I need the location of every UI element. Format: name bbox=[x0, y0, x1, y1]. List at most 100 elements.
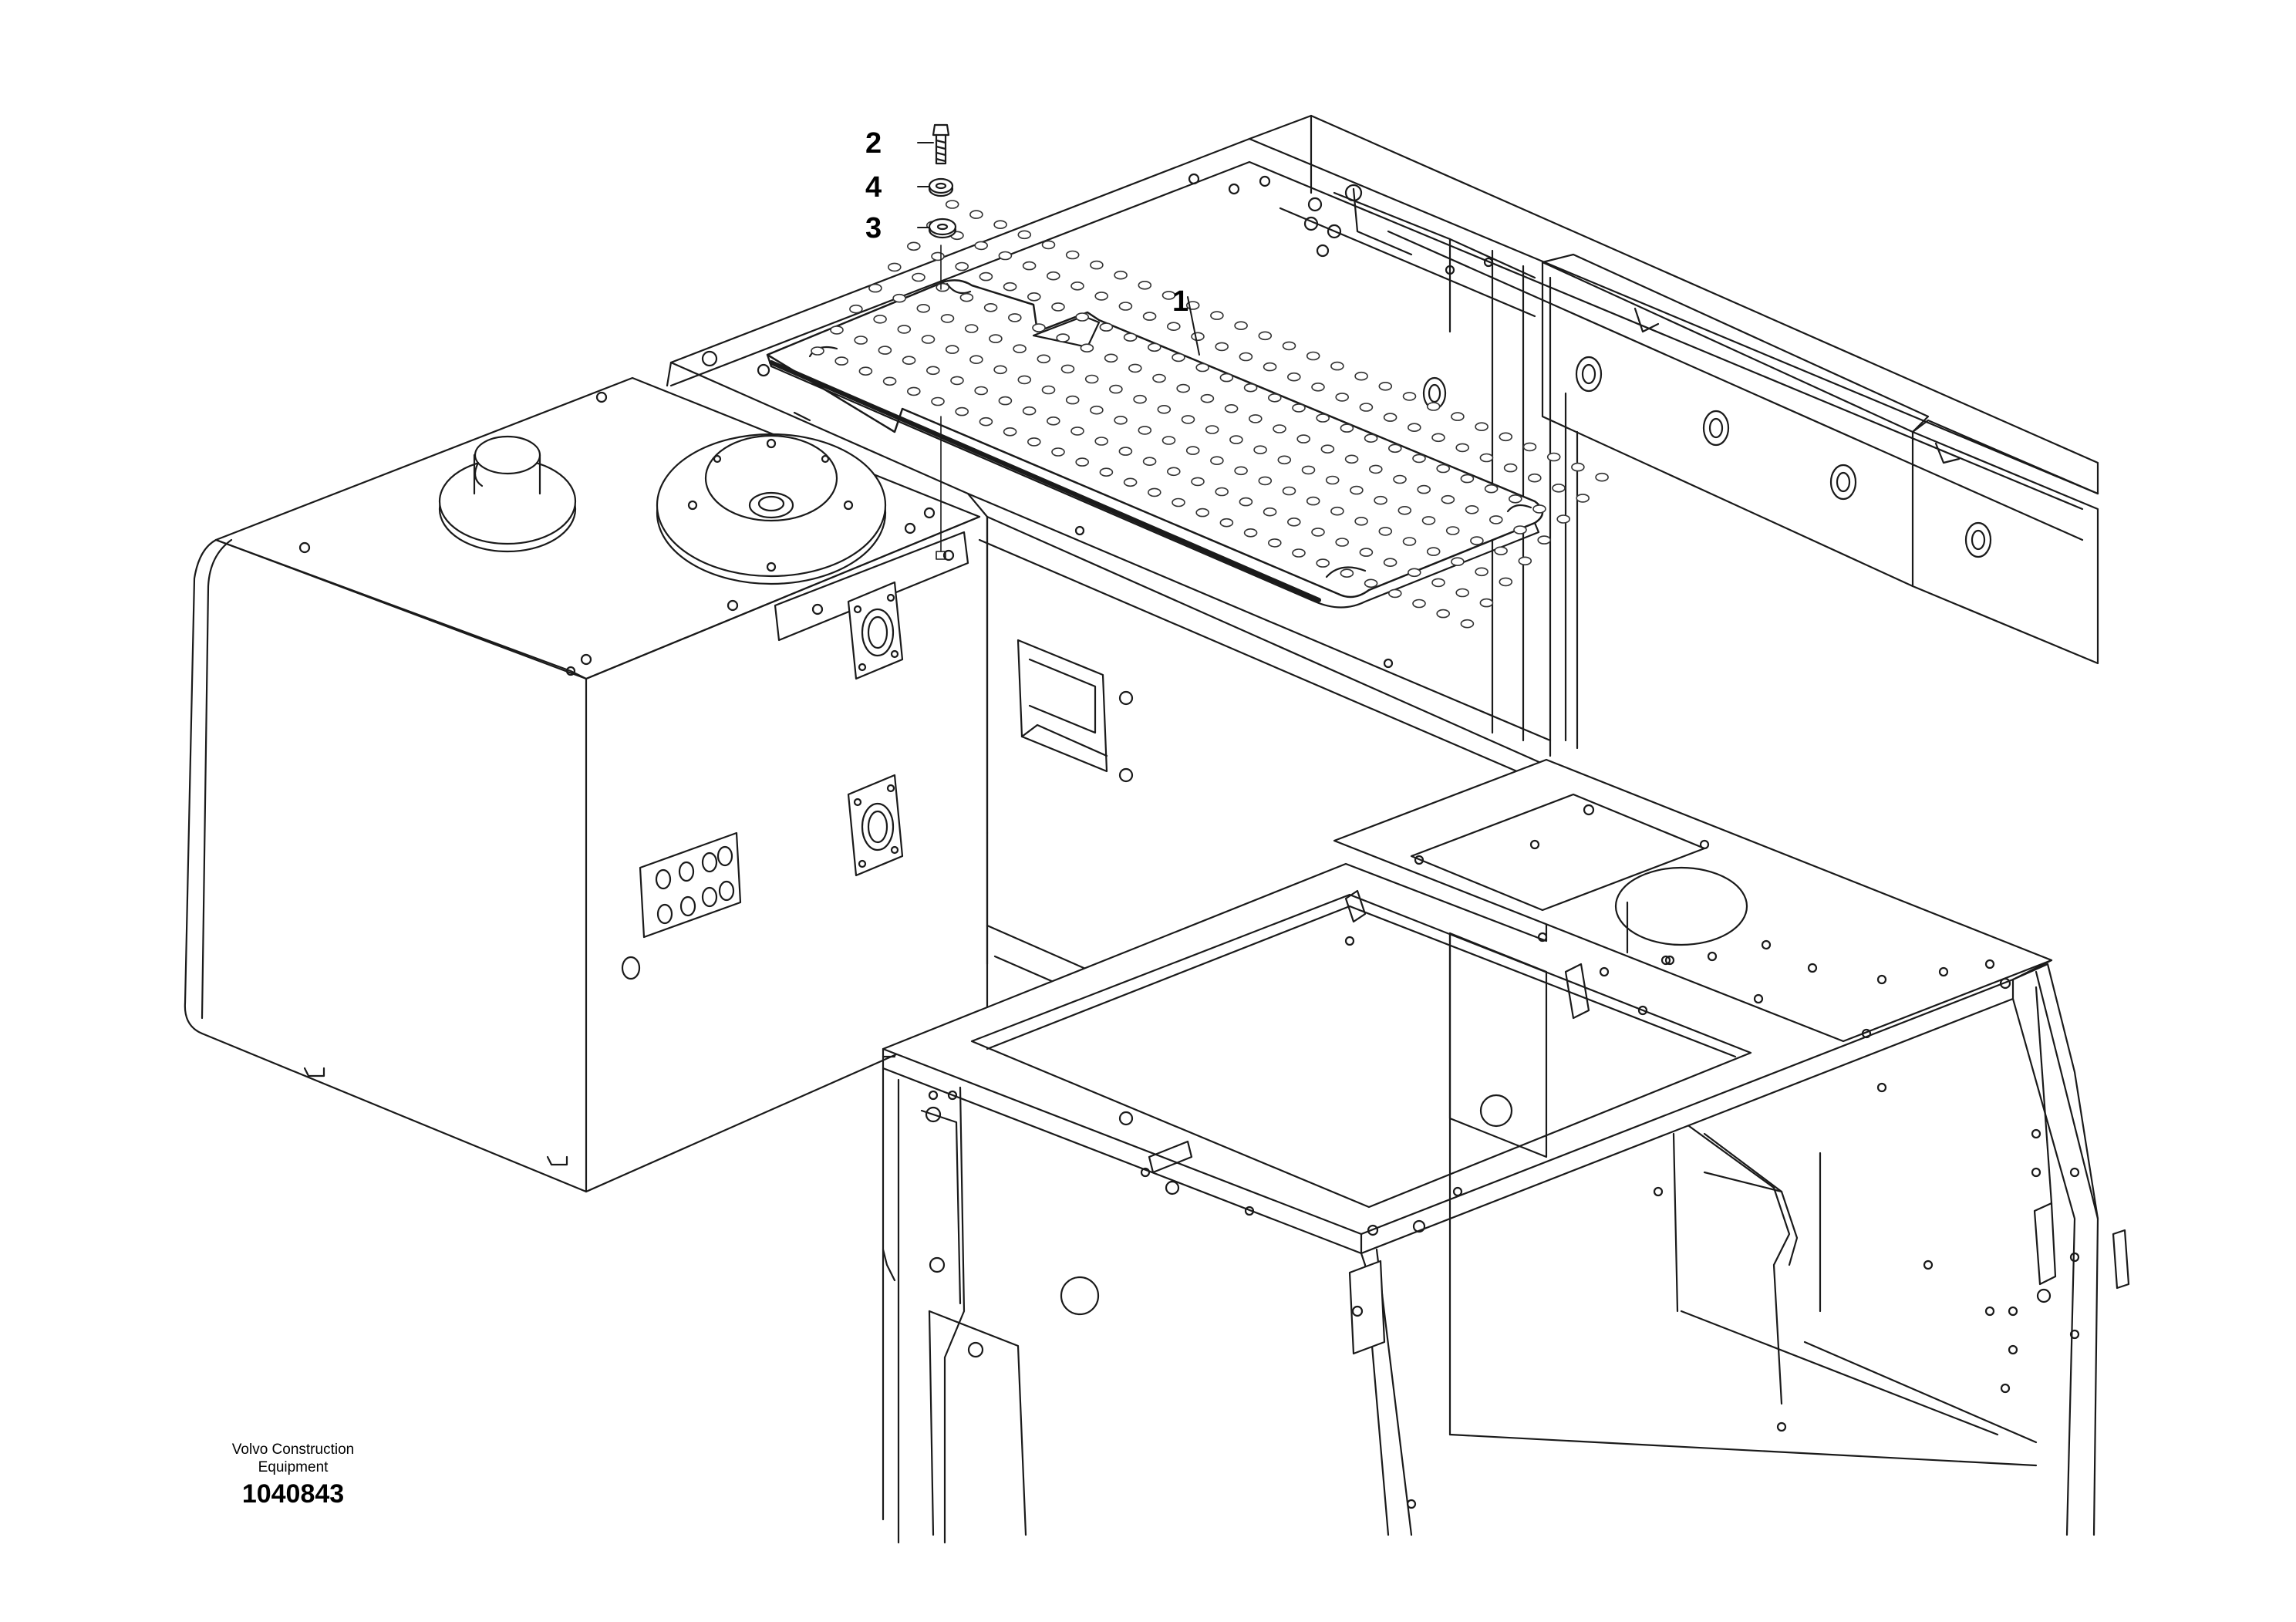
perforation-hole bbox=[1065, 395, 1080, 405]
perforation-hole bbox=[1287, 517, 1301, 527]
perforation-hole bbox=[1138, 426, 1152, 435]
perforation-hole bbox=[1402, 537, 1417, 546]
panel-row-bolts bbox=[1188, 173, 1992, 558]
perforation-hole bbox=[1412, 454, 1426, 464]
perforation-hole bbox=[926, 366, 940, 376]
perforation-hole bbox=[1306, 351, 1320, 361]
perforation-hole bbox=[1489, 515, 1503, 524]
perforation-hole bbox=[950, 376, 964, 386]
perforation-hole bbox=[974, 386, 988, 396]
perforation-hole bbox=[1268, 393, 1282, 403]
perforation-hole bbox=[1475, 567, 1489, 577]
perforation-hole bbox=[1060, 364, 1075, 374]
perforation-hole bbox=[1522, 442, 1537, 452]
perforation-hole bbox=[983, 302, 998, 312]
perforation-hole bbox=[1167, 322, 1181, 332]
perforation-hole bbox=[1090, 260, 1104, 270]
perforation-hole bbox=[1109, 384, 1123, 394]
perforation-hole bbox=[1013, 344, 1027, 354]
perforation-hole bbox=[1431, 433, 1445, 443]
perforation-hole bbox=[1499, 432, 1513, 442]
perforation-hole bbox=[1426, 402, 1441, 411]
perforation-hole bbox=[1118, 447, 1133, 456]
perforation-hole bbox=[955, 261, 969, 271]
perforation-hole bbox=[811, 346, 824, 356]
perforation-hole bbox=[1441, 494, 1455, 504]
perforation-hole bbox=[998, 396, 1013, 406]
perforation-hole bbox=[1475, 422, 1489, 432]
perforation-hole bbox=[1436, 609, 1450, 619]
perforation-hole bbox=[1099, 467, 1114, 477]
perforation-hole bbox=[1215, 342, 1229, 352]
callout-label-3: 3 bbox=[865, 212, 882, 244]
perforation-hole bbox=[1470, 536, 1484, 545]
perforation-hole bbox=[1022, 406, 1037, 416]
perforation-hole bbox=[1532, 504, 1546, 514]
cab-base-frame bbox=[882, 758, 2130, 1544]
perforation-hole bbox=[1172, 497, 1185, 508]
drawing-number: 1040843 bbox=[241, 1479, 345, 1509]
perforation-hole bbox=[940, 314, 955, 323]
perforation-hole bbox=[1509, 494, 1522, 504]
perforation-hole bbox=[1263, 362, 1277, 372]
perforation-hole bbox=[1350, 485, 1364, 495]
perforation-hole bbox=[1455, 588, 1469, 598]
perforation-hole bbox=[1234, 466, 1248, 476]
perforation-hole bbox=[1157, 404, 1172, 414]
perforation-hole bbox=[1185, 446, 1200, 455]
perforation-hole bbox=[1330, 361, 1344, 371]
company-name-line2: Equipment bbox=[258, 1459, 329, 1475]
perforation-hole bbox=[974, 241, 988, 251]
perforation-hole bbox=[931, 251, 945, 261]
perforation-hole bbox=[1451, 557, 1465, 567]
perforation-hole bbox=[1161, 436, 1176, 445]
perforation-hole bbox=[1383, 558, 1397, 568]
perforation-hole bbox=[1224, 403, 1239, 413]
perforation-hole bbox=[945, 200, 959, 209]
perforation-hole bbox=[1090, 405, 1104, 415]
perforation-hole bbox=[1412, 599, 1426, 609]
perforation-hole bbox=[1306, 496, 1320, 506]
perforation-hole bbox=[1142, 457, 1157, 467]
perforation-hole bbox=[959, 292, 974, 302]
perforation-hole bbox=[1017, 375, 1032, 385]
perforation-hole bbox=[868, 283, 882, 293]
filler-cap bbox=[438, 435, 577, 553]
perforation-hole bbox=[1191, 332, 1205, 342]
perforation-hole bbox=[1099, 322, 1114, 332]
perforation-hole bbox=[1219, 518, 1234, 528]
perforation-hole bbox=[1104, 353, 1118, 363]
perforation-hole bbox=[1070, 427, 1084, 436]
perforation-hole bbox=[1094, 437, 1108, 446]
perforation-hole bbox=[1499, 577, 1513, 587]
company-name-line1: Volvo Construction bbox=[231, 1442, 355, 1458]
perforation-hole bbox=[1243, 528, 1258, 538]
perforation-hole bbox=[1460, 474, 1475, 484]
perforation-hole bbox=[1003, 427, 1017, 437]
perforation-hole bbox=[1258, 331, 1273, 341]
perforation-hole bbox=[1595, 472, 1609, 482]
perforation-hole bbox=[1426, 547, 1441, 556]
perforation-hole bbox=[873, 314, 887, 324]
perforation-hole bbox=[1191, 477, 1205, 487]
washer-4 bbox=[928, 177, 954, 197]
perforation-hole bbox=[1075, 457, 1089, 467]
perforation-hole bbox=[1388, 588, 1402, 599]
perforation-hole bbox=[1161, 291, 1176, 300]
perforation-hole bbox=[1027, 292, 1041, 302]
perforation-hole bbox=[1181, 415, 1195, 424]
perforation-hole bbox=[1576, 494, 1590, 503]
perforation-hole bbox=[1388, 443, 1402, 454]
perforation-hole bbox=[921, 335, 936, 344]
perforation-hole bbox=[1065, 250, 1080, 260]
perforation-hole bbox=[1369, 464, 1383, 474]
perforation-hole bbox=[1311, 382, 1325, 392]
perforation-hole bbox=[892, 293, 906, 303]
perforation-hole bbox=[1273, 424, 1286, 433]
perforation-hole bbox=[1494, 546, 1508, 556]
perforation-hole bbox=[1292, 548, 1306, 558]
tank-bracket bbox=[774, 531, 969, 642]
perforation-hole bbox=[1084, 374, 1099, 384]
perforation-hole bbox=[1047, 416, 1060, 426]
